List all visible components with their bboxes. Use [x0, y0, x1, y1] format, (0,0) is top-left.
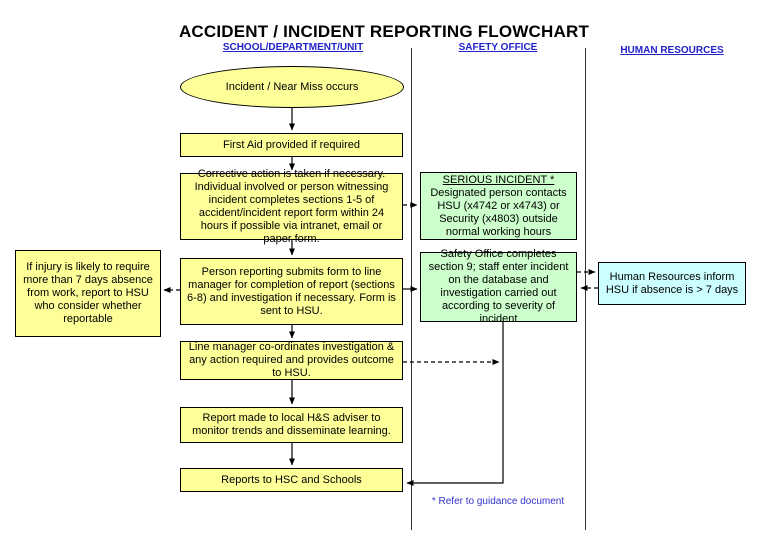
node-safety-office-completes: Safety Office completes section 9; staff… [420, 248, 577, 325]
node-serious-incident-title: SERIOUS INCIDENT * [442, 173, 555, 186]
node-serious-incident: SERIOUS INCIDENT * Designated person con… [420, 172, 577, 240]
guidance-footnote: * Refer to guidance document [431, 496, 565, 507]
node-human-resources-label: Human Resources inform HSU if absence is… [605, 270, 739, 296]
node-reports-hsc: Reports to HSC and Schools [180, 468, 403, 492]
node-incident-occurs: Incident / Near Miss occurs [180, 66, 404, 108]
node-line-manager-label: Line manager co-ordinates investigation … [188, 341, 395, 379]
node-safety-office-completes-label: Safety Office completes section 9; staff… [428, 248, 569, 325]
node-first-aid-label: First Aid provided if required [223, 138, 360, 151]
arrow-safety-office-to-reports [406, 322, 504, 486]
node-incident-occurs-label: Incident / Near Miss occurs [225, 80, 359, 93]
node-corrective-action: Corrective action is taken if necessary.… [180, 168, 403, 245]
node-serious-incident-body: Designated person contacts HSU (x4742 or… [430, 186, 567, 238]
column-header-school: SCHOOL/DEPARTMENT/UNIT [222, 42, 364, 53]
node-hs-adviser-label: Report made to local H&S adviser to moni… [192, 412, 391, 437]
node-injury-over-7-days-label: If injury is likely to require more than… [23, 261, 153, 325]
node-corrective-action-label: Corrective action is taken if necessary.… [194, 167, 389, 245]
node-line-manager: Line manager co-ordinates investigation … [180, 341, 403, 380]
column-header-safety-office: SAFETY OFFICE [458, 42, 538, 53]
node-person-reporting: Person reporting submits form to line ma… [180, 258, 403, 325]
page-title: ACCIDENT / INCIDENT REPORTING FLOWCHART [178, 22, 590, 41]
node-hs-adviser: Report made to local H&S adviser to moni… [180, 407, 403, 443]
node-injury-over-7-days: If injury is likely to require more than… [15, 250, 161, 337]
node-first-aid: First Aid provided if required [180, 133, 403, 157]
node-human-resources: Human Resources inform HSU if absence is… [598, 262, 746, 305]
column-header-human-resources: HUMAN RESOURCES [620, 45, 724, 56]
node-person-reporting-label: Person reporting submits form to line ma… [187, 265, 396, 317]
node-reports-hsc-label: Reports to HSC and Schools [221, 473, 362, 486]
